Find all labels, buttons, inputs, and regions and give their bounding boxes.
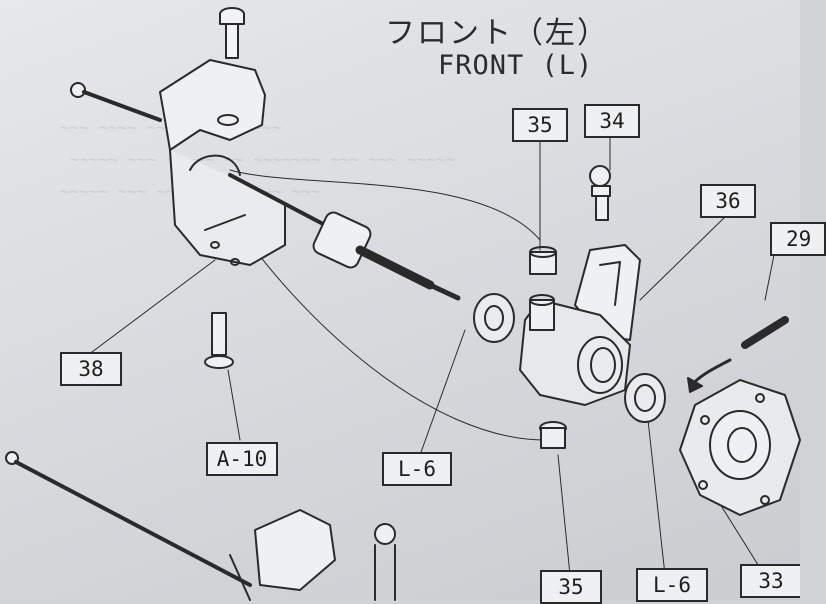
title-japanese: フロント（左） (385, 16, 609, 51)
steering-knuckle-36 (519, 244, 641, 406)
ball-stud-34 (589, 165, 611, 221)
bushing-top (529, 246, 557, 275)
bushing-bottom (539, 421, 567, 449)
part-label-29: 29 (770, 222, 826, 256)
part-label-33: 33 (740, 564, 800, 598)
part-label-a10: A-10 (206, 442, 278, 476)
bearing-right (624, 373, 666, 423)
exploded-diagram (5, 7, 801, 601)
part-label-34: 34 (584, 104, 640, 138)
knuckle-assembly (159, 59, 286, 266)
top-bolt (219, 7, 245, 59)
drive-shaft (70, 82, 461, 301)
bearing-left (473, 293, 515, 343)
direction-arrow (690, 358, 732, 387)
lower-assembly (5, 451, 396, 601)
part-label-35-top: 35 (512, 108, 568, 142)
part-label-35-bottom: 35 (540, 570, 602, 604)
hub-33 (679, 379, 801, 516)
part-label-l6-bottom: L-6 (636, 568, 708, 602)
title-english: FRONT (L) (438, 50, 594, 81)
part-label-l6-left: L-6 (382, 452, 452, 486)
pin-29 (741, 316, 789, 349)
part-label-36: 36 (700, 184, 756, 218)
pin-a10 (204, 312, 234, 369)
bleed-through-text: ~~~~~ ~~~ ~~~~~ ~~ ~~~~~~~ ~~~ ~~~ ~~~~~ (70, 150, 456, 169)
part-label-38: 38 (60, 352, 122, 386)
